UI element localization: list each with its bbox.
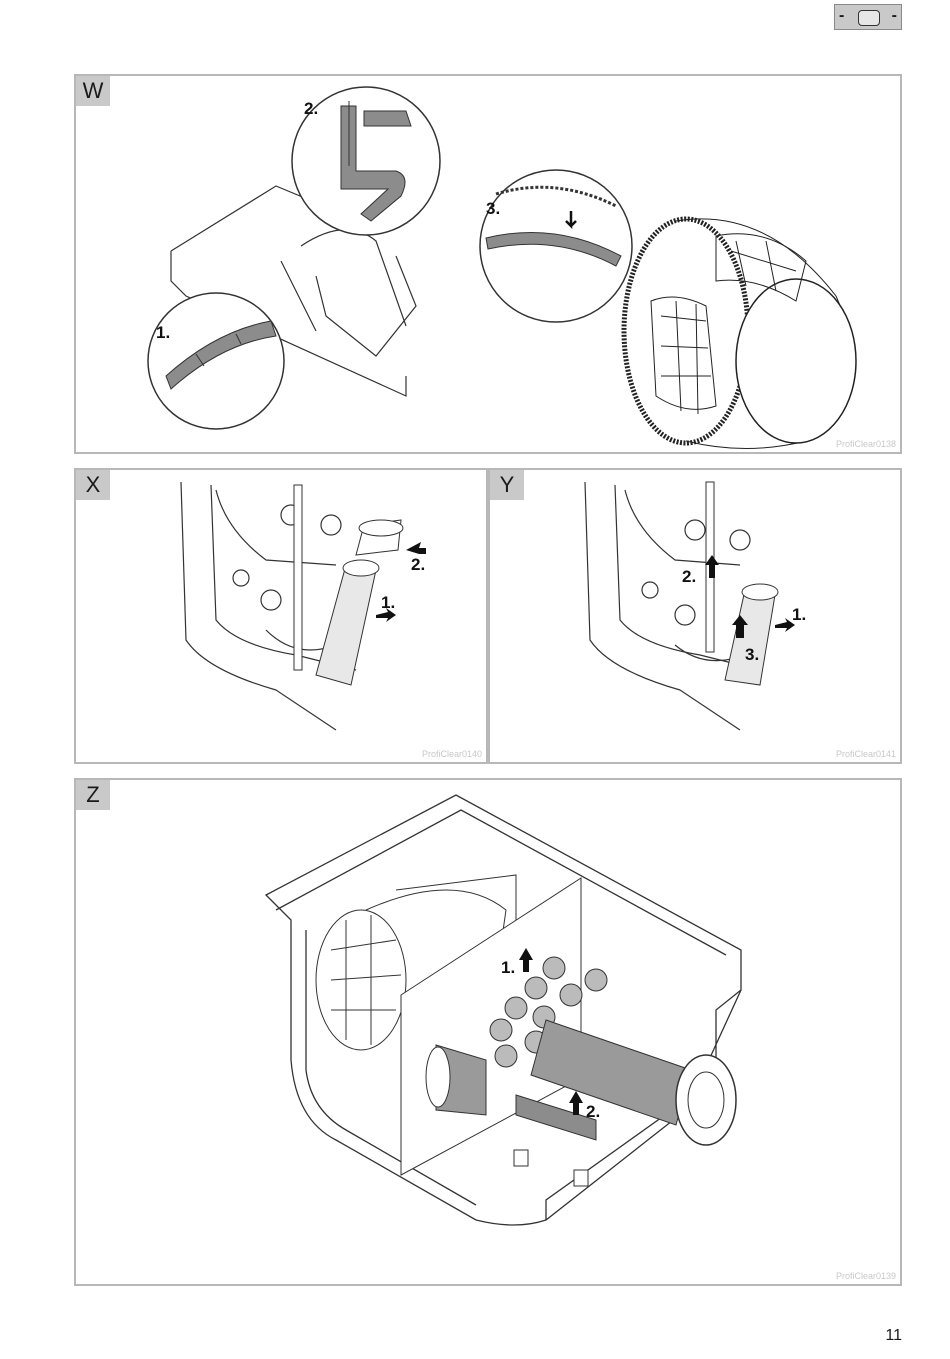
panel-w-ref: ProfiClear0138 [835,439,896,449]
page-number: 11 [885,1327,902,1344]
panel-z: 1. 2. Z ProfiClear0139 [74,778,902,1286]
panel-w-label: W [76,76,110,106]
panel-x-illustration: 2. 1. [180,481,426,731]
panel-z-step-1: 1. [501,958,515,977]
panel-x-step-1: 1. [381,593,395,612]
tab-box-icon [858,10,880,26]
panel-y-step-2: 2. [682,567,696,586]
panel-y-step-1: 1. [792,605,806,624]
panel-w: 1. 2. 3. W ProfiClear0138 [74,74,902,454]
panel-x-step-2: 2. [411,555,425,574]
panel-y-illustration: 2. 1. 3. [584,481,806,731]
panel-w-step-1: 1. [156,323,170,342]
tab-dash-left: - [839,7,845,24]
panel-z-label: Z [76,780,110,810]
panel-z-illustration: 1. 2. [264,794,742,1226]
panel-w-illustration: 1. 2. 3. [147,86,857,449]
panel-w-step-2: 2. [304,99,318,118]
panel-z-ref: ProfiClear0139 [835,1271,896,1281]
panel-x-label: X [76,470,110,500]
panel-y-step-3: 3. [745,645,759,664]
panel-x-ref: ProfiClear0140 [421,749,482,759]
panel-z-step-2: 2. [586,1102,600,1121]
panel-w-step-3: 3. [486,199,500,218]
panel-x: 2. 1. X ProfiClear0140 [74,468,488,764]
section-tab: - - [834,4,902,30]
panel-y: 2. 1. 3. Y ProfiClear0141 [488,468,902,764]
tab-dash-right: - [891,7,897,24]
panel-y-ref: ProfiClear0141 [835,749,896,759]
panel-y-label: Y [490,470,524,500]
